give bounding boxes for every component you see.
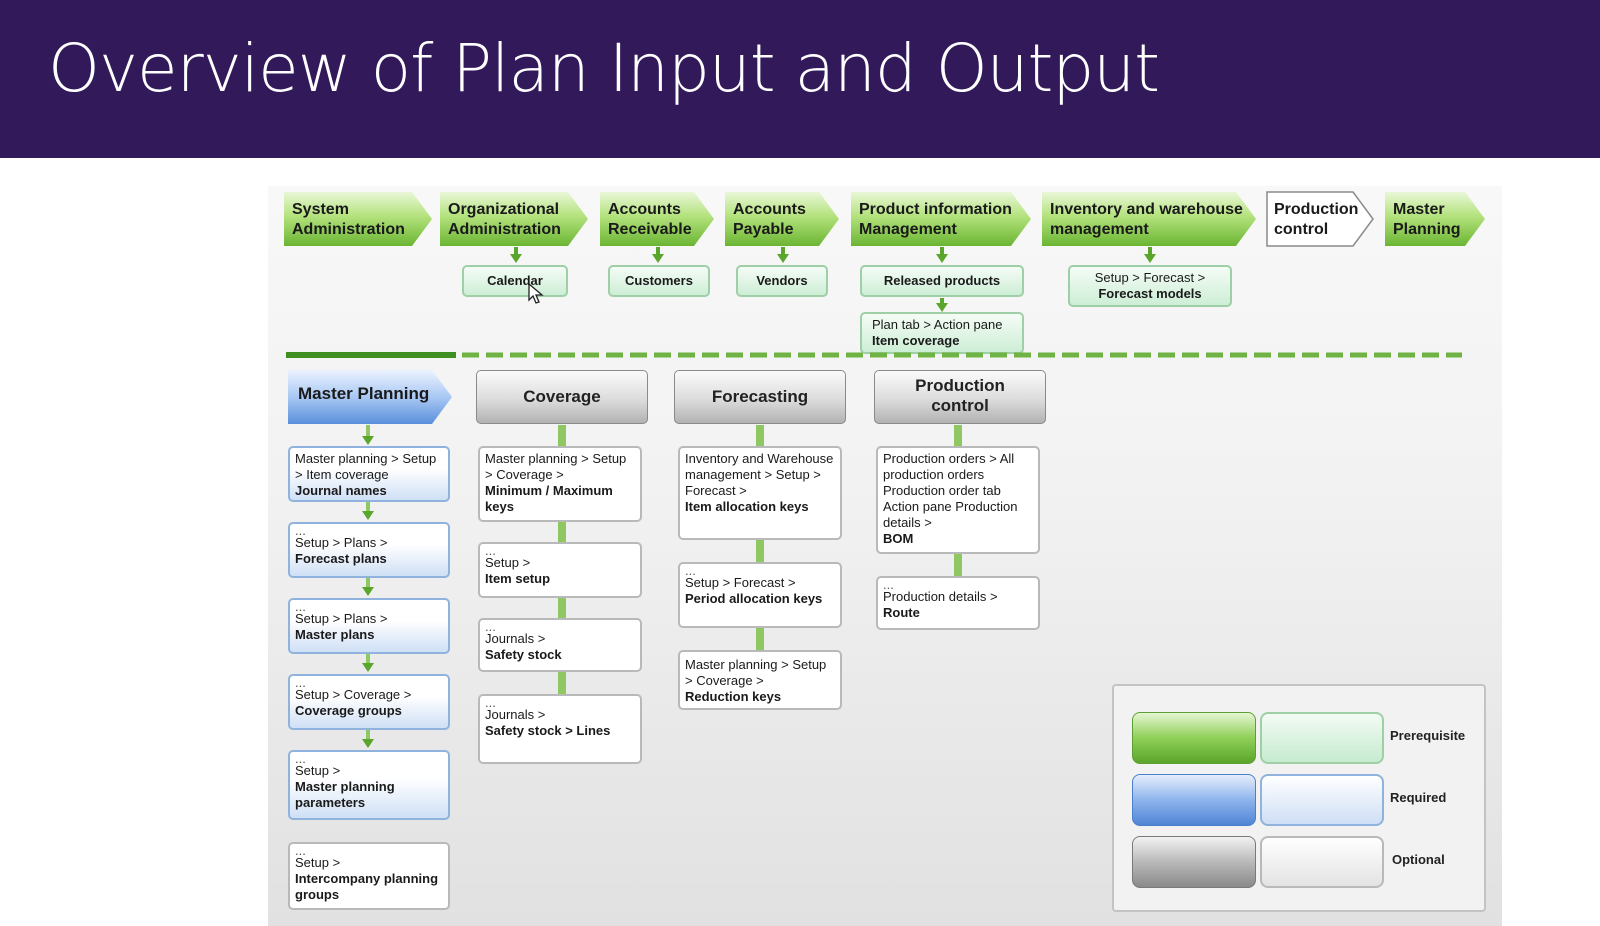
prereq-customers: Customers bbox=[608, 265, 710, 297]
master-planning-step-coverage-groups: ... Setup > Coverage > Coverage groups bbox=[288, 674, 450, 730]
connector bbox=[366, 654, 370, 664]
module-master-planning: Master Planning bbox=[1385, 192, 1485, 246]
module-inventory-warehouse-management: Inventory and warehouse management bbox=[1042, 192, 1256, 246]
arrow-down-icon bbox=[1144, 254, 1156, 263]
coverage-header: Coverage bbox=[476, 370, 648, 424]
slide-title: Overview of Plan Input and Output bbox=[48, 30, 1160, 107]
prereq-released-products: Released products bbox=[860, 265, 1024, 297]
legend-prerequisite-label: Prerequisite bbox=[1390, 728, 1466, 743]
coverage-step-safety-stock: ... Journals > Safety stock bbox=[478, 618, 642, 672]
production-control-step-route: ... Production details > Route bbox=[876, 576, 1040, 630]
mouse-cursor-icon bbox=[528, 283, 544, 304]
module-production-control: Production control bbox=[1274, 201, 1359, 238]
connector bbox=[558, 598, 566, 618]
coverage-step-item-setup: ... Setup > Item setup bbox=[478, 542, 642, 598]
production-control-header: Production control bbox=[874, 370, 1046, 424]
connector bbox=[366, 730, 370, 740]
connector bbox=[514, 247, 518, 255]
prereq-vendors: Vendors bbox=[736, 265, 828, 297]
arrow-down-icon bbox=[936, 254, 948, 263]
coverage-step-min-max-keys: Master planning > Setup > Coverage > Min… bbox=[478, 446, 642, 522]
forecasting-header: Forecasting bbox=[674, 370, 846, 424]
connector bbox=[366, 502, 370, 512]
master-planning-header: Master Planning bbox=[288, 370, 452, 424]
production-control-step-bom: Production orders > All production order… bbox=[876, 446, 1040, 554]
arrow-down-icon bbox=[362, 663, 374, 672]
master-planning-step-parameters: ... Setup > Master planning parameters bbox=[288, 750, 450, 820]
connector bbox=[558, 672, 566, 694]
legend-required-light-swatch bbox=[1260, 774, 1384, 826]
forecasting-step-item-allocation-keys: Inventory and Warehouse management > Set… bbox=[678, 446, 842, 540]
arrow-down-icon bbox=[362, 739, 374, 748]
prereq-forecast-models: Setup > Forecast > Forecast models bbox=[1068, 265, 1232, 307]
module-production-control-outline bbox=[1266, 191, 1374, 247]
module-accounts-payable: Accounts Payable bbox=[725, 192, 839, 246]
prereq-item-coverage: Plan tab > Action pane Item coverage bbox=[860, 312, 1024, 354]
legend-optional-light-swatch bbox=[1260, 836, 1384, 888]
connector bbox=[756, 425, 764, 447]
arrow-down-icon bbox=[362, 436, 374, 445]
connector bbox=[954, 554, 962, 576]
master-planning-step-forecast-plans: ... Setup > Plans > Forecast plans bbox=[288, 522, 450, 578]
title-bar: Overview of Plan Input and Output bbox=[0, 0, 1600, 158]
forecasting-step-reduction-keys: Master planning > Setup > Coverage > Red… bbox=[678, 650, 842, 710]
legend-optional-dark-swatch bbox=[1132, 836, 1256, 888]
connector bbox=[940, 247, 944, 255]
arrow-down-icon bbox=[510, 254, 522, 263]
prereq-calendar: Calendar bbox=[462, 265, 568, 297]
legend-optional-label: Optional bbox=[1392, 852, 1445, 867]
legend-required-label: Required bbox=[1390, 790, 1447, 805]
master-planning-step-journal-names: Master planning > Setup > Item coverage … bbox=[288, 446, 450, 502]
arrow-down-icon bbox=[652, 254, 664, 263]
connector bbox=[366, 425, 370, 437]
connector bbox=[1148, 247, 1152, 255]
module-organizational-administration: Organizational Administration bbox=[440, 192, 588, 246]
connector bbox=[558, 522, 566, 542]
module-system-administration: System Administration bbox=[284, 192, 432, 246]
module-accounts-receivable: Accounts Receivable bbox=[600, 192, 714, 246]
connector bbox=[558, 425, 566, 447]
connector bbox=[781, 247, 785, 255]
forecasting-step-period-allocation-keys: ... Setup > Forecast > Period allocation… bbox=[678, 562, 842, 628]
master-planning-step-master-plans: ... Setup > Plans > Master plans bbox=[288, 598, 450, 654]
arrow-down-icon bbox=[362, 511, 374, 520]
arrow-down-icon bbox=[362, 587, 374, 596]
separator-line bbox=[286, 352, 1462, 358]
connector bbox=[656, 247, 660, 255]
arrow-down-icon bbox=[777, 254, 789, 263]
legend-required-dark-swatch bbox=[1132, 774, 1256, 826]
arrow-down-icon bbox=[936, 303, 948, 312]
connector bbox=[954, 425, 962, 447]
legend-prerequisite-light-swatch bbox=[1260, 712, 1384, 764]
connector bbox=[756, 628, 764, 650]
connector bbox=[756, 540, 764, 562]
connector bbox=[940, 298, 944, 304]
master-planning-step-intercompany: ... Setup > Intercompany planning groups bbox=[288, 842, 450, 910]
coverage-step-safety-stock-lines: ... Journals > Safety stock > Lines bbox=[478, 694, 642, 764]
legend-prerequisite-dark-swatch bbox=[1132, 712, 1256, 764]
connector bbox=[366, 578, 370, 588]
legend: Prerequisite Required Optional bbox=[1112, 684, 1486, 912]
module-product-information-management: Product information Management bbox=[851, 192, 1031, 246]
